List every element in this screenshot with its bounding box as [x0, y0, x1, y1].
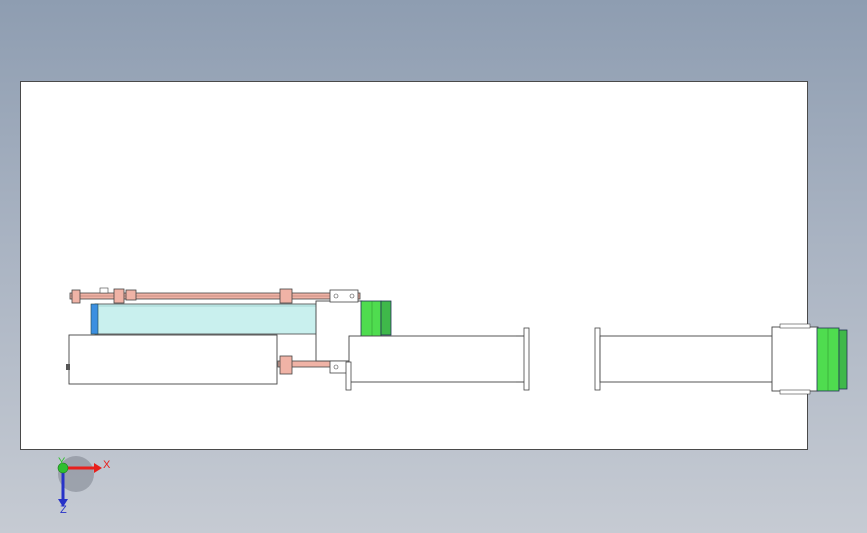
- tube-flange-left: [594, 327, 601, 391]
- tube-body-right: [599, 335, 774, 383]
- rail-end-bracket: [71, 289, 81, 304]
- conveyor-assembly[interactable]: [66, 287, 392, 385]
- tube-body: [348, 335, 528, 383]
- right-head-housing: [771, 326, 819, 392]
- x-axis-label: X: [103, 459, 111, 471]
- orientation-triad: X Y Z: [57, 456, 111, 516]
- z-axis-label: Z: [60, 504, 67, 516]
- middle-tube[interactable]: [345, 327, 530, 391]
- tube-flange-right: [523, 327, 530, 391]
- conveyor-belt: [94, 303, 321, 335]
- right-tube-assembly[interactable]: [594, 323, 848, 395]
- y-axis-label: Y: [58, 456, 66, 468]
- drawing-sheet: [20, 81, 808, 450]
- motor-cover-box: [68, 334, 278, 385]
- belt-roller: [90, 303, 99, 335]
- y-axis-dot: [57, 462, 69, 474]
